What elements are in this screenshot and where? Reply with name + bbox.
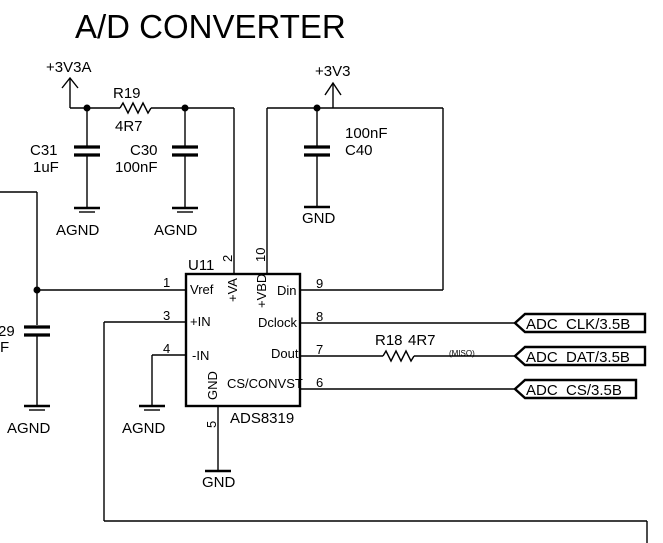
net-label-text: ADC_CLK/3.5B (526, 316, 630, 333)
net-adc-dat-wire (300, 349, 515, 363)
rail-3v3a (70, 101, 235, 273)
pin-name-din: Din (277, 283, 297, 298)
r19-ref: R19 (113, 85, 141, 102)
agnd-label: AGND (7, 420, 51, 437)
pin-4-number: 4 (163, 341, 170, 356)
c30-ref: C30 (130, 142, 158, 159)
pin-name-va: +VA (225, 278, 240, 302)
ic-ref: U11 (188, 257, 214, 274)
pin-9-number: 9 (316, 276, 323, 291)
pin-10-number: 10 (253, 248, 268, 262)
pin-name-minus-in: -IN (192, 348, 209, 363)
pin-1-number: 1 (163, 275, 170, 290)
ic-part: ADS8319 (230, 410, 294, 427)
minus-in-net (139, 354, 185, 411)
c40-value: 100nF (345, 125, 388, 142)
pin-name-vbd: +VBD (254, 274, 269, 308)
resistor-r19-icon (119, 101, 152, 115)
pin-name-plus-in: +IN (190, 314, 211, 329)
pin-name-dout: Dout (271, 346, 299, 361)
ic-u11[interactable] (184, 272, 302, 408)
pin5-gnd (205, 406, 231, 473)
pin-7-number: 7 (316, 342, 323, 357)
pin-name-dclock: Dclock (258, 315, 298, 330)
pin-name-cs-convst: CS/CONVST (227, 376, 303, 391)
power-label-3v3: +3V3 (315, 63, 350, 80)
miso-label: (MISO) (449, 349, 475, 358)
power-3v3: +3V3 (266, 63, 444, 291)
c29-ref: 29 (0, 323, 15, 340)
pin-name-gnd: GND (205, 371, 220, 400)
pin-3-number: 3 (163, 308, 170, 323)
ic-body[interactable] (184, 272, 302, 408)
r18-ref: R18 (375, 332, 403, 349)
r19-value: 4R7 (115, 118, 143, 135)
pin-8-number: 8 (316, 309, 323, 324)
agnd-label: AGND (56, 222, 100, 239)
net-label-text: ADC_CS/3.5B (526, 382, 622, 399)
net-label-text: ADC_DAT/3.5B (526, 349, 630, 366)
gnd-label: GND (302, 210, 336, 227)
agnd-label: AGND (122, 420, 166, 437)
c30-value: 100nF (115, 159, 158, 176)
c31-value: 1uF (33, 159, 59, 176)
pin-name-vref: Vref (190, 282, 214, 297)
capacitor-c40 (304, 108, 330, 209)
pin-5-number: 5 (204, 421, 219, 428)
schematic-title: A/D CONVERTER (75, 8, 346, 45)
c29-value: F (0, 339, 9, 356)
power-3v3a: +3V3A (46, 59, 91, 108)
pin-2-number: 2 (220, 255, 235, 262)
pin-6-number: 6 (316, 375, 323, 390)
agnd-label: AGND (154, 222, 198, 239)
net-label-adc-dat[interactable]: ADC_DAT/3.5B (513, 345, 647, 367)
c40-ref: C40 (345, 142, 373, 159)
net-label-adc-cs[interactable]: ADC_CS/3.5B (513, 378, 638, 400)
capacitor-c30 (172, 108, 198, 213)
resistor-r18-icon (382, 349, 415, 363)
power-label-3v3a: +3V3A (46, 59, 91, 76)
capacitor-c31 (74, 108, 100, 213)
gnd-label: GND (202, 474, 236, 491)
c31-ref: C31 (30, 142, 58, 159)
vref-net (0, 191, 185, 411)
net-label-adc-clk[interactable]: ADC_CLK/3.5B (513, 312, 647, 334)
plus-in-net (103, 321, 648, 543)
r18-value: 4R7 (408, 332, 436, 349)
